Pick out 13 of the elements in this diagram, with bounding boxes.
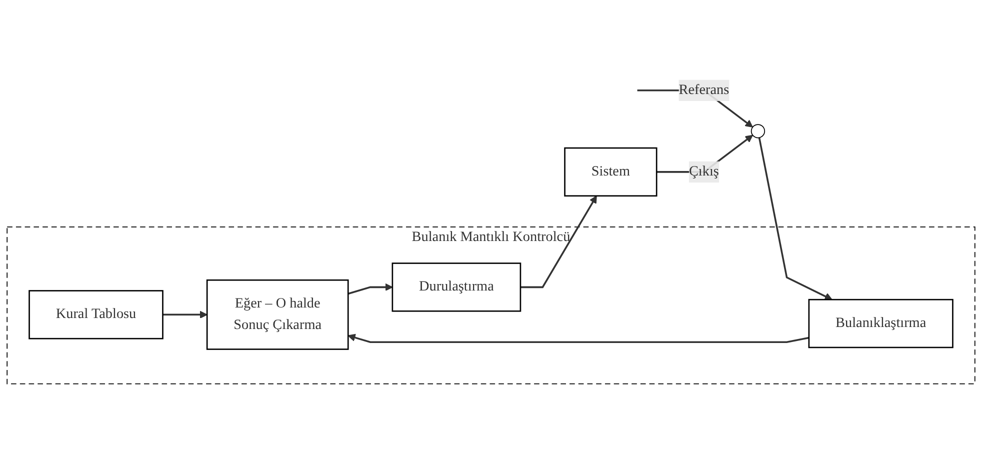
node-box: Sistem [564,147,658,197]
edge-label: Çıkış [688,164,719,180]
arrow [348,283,393,295]
node-box: Durulaştırma [392,262,522,312]
arrow [162,310,208,319]
node-box: Bulanıklaştırma [808,298,954,348]
node-box: Eğer – O halde Sonuç Çıkarma [206,279,349,350]
edge-label: Referans [678,82,730,98]
node-circle [750,124,766,138]
node-box: Kural Tablosu [28,290,164,340]
arrow [348,334,810,344]
arrow [758,138,832,300]
arrow [520,196,597,288]
